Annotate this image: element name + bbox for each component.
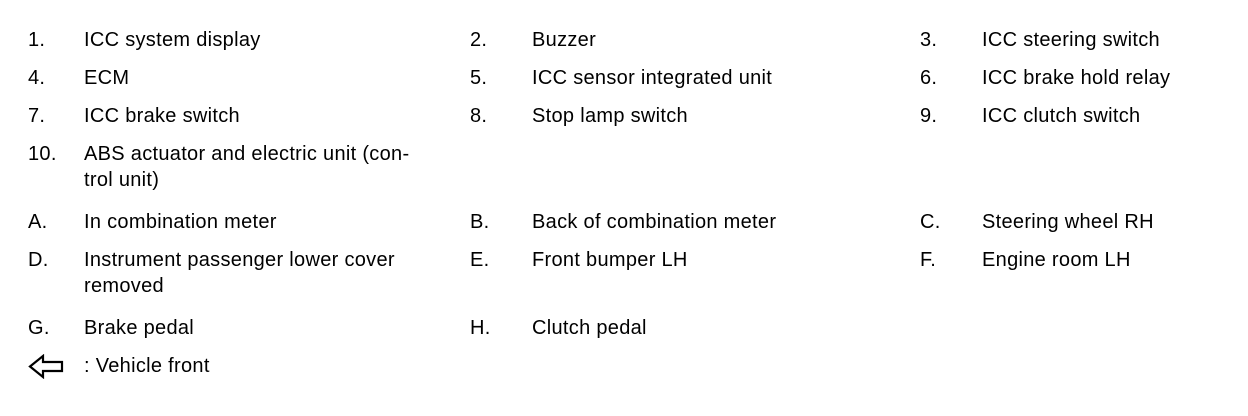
item-number: 3. (920, 29, 938, 51)
legend-row-3: 7. ICC brake switch 8. Stop lamp switch … (28, 103, 1248, 129)
legend-row-2: 4. ECM 5. ICC sensor integrated unit 6. … (28, 65, 1248, 91)
item-label: ICC sensor integrated unit (532, 67, 773, 89)
vehicle-front-row: : Vehicle front (28, 353, 1248, 379)
vehicle-front-arrow-icon (28, 353, 84, 379)
item-number: 7. (28, 105, 46, 127)
legend-row-4: 10. ABS actuator and electric unit (con-… (28, 141, 1248, 193)
item-label: ABS actuator and electric unit (con- tro… (84, 143, 410, 191)
item-label: Brake pedal (84, 317, 195, 339)
item-label: ICC system display (84, 29, 261, 51)
legend-row-7: G. Brake pedal H. Clutch pedal (28, 315, 1248, 341)
item-number: 9. (920, 105, 938, 127)
item-number: 4. (28, 67, 46, 89)
item-letter: G. (28, 317, 50, 339)
item-label: In combination meter (84, 211, 277, 233)
item-letter: H. (470, 317, 491, 339)
item-number: 6. (920, 67, 938, 89)
item-label: Clutch pedal (532, 317, 647, 339)
item-letter: A. (28, 211, 48, 233)
item-label: ICC brake hold relay (982, 67, 1171, 89)
item-label: Steering wheel RH (982, 211, 1154, 233)
item-letter: E. (470, 249, 490, 271)
item-label: Stop lamp switch (532, 105, 688, 127)
item-label: Instrument passenger lower cover removed (84, 249, 395, 297)
item-number: 1. (28, 29, 46, 51)
item-label: ICC brake switch (84, 105, 240, 127)
vehicle-front-label: : Vehicle front (84, 355, 210, 377)
item-number: 2. (470, 29, 488, 51)
item-letter: F. (920, 249, 937, 271)
item-label: ICC steering switch (982, 29, 1160, 51)
item-label: Buzzer (532, 29, 597, 51)
item-label: ICC clutch switch (982, 105, 1141, 127)
item-number: 5. (470, 67, 488, 89)
legend-row-5: A. In combination meter B. Back of combi… (28, 209, 1248, 235)
legend-row-1: 1. ICC system display 2. Buzzer 3. ICC s… (28, 27, 1248, 53)
item-letter: D. (28, 249, 49, 271)
item-letter: C. (920, 211, 941, 233)
item-number: 10. (28, 143, 57, 165)
item-label: ECM (84, 67, 130, 89)
legend-row-6: D. Instrument passenger lower cover remo… (28, 247, 1248, 299)
item-label: Front bumper LH (532, 249, 688, 271)
item-label: Back of combination meter (532, 211, 777, 233)
item-label: Engine room LH (982, 249, 1131, 271)
item-letter: B. (470, 211, 490, 233)
item-number: 8. (470, 105, 488, 127)
